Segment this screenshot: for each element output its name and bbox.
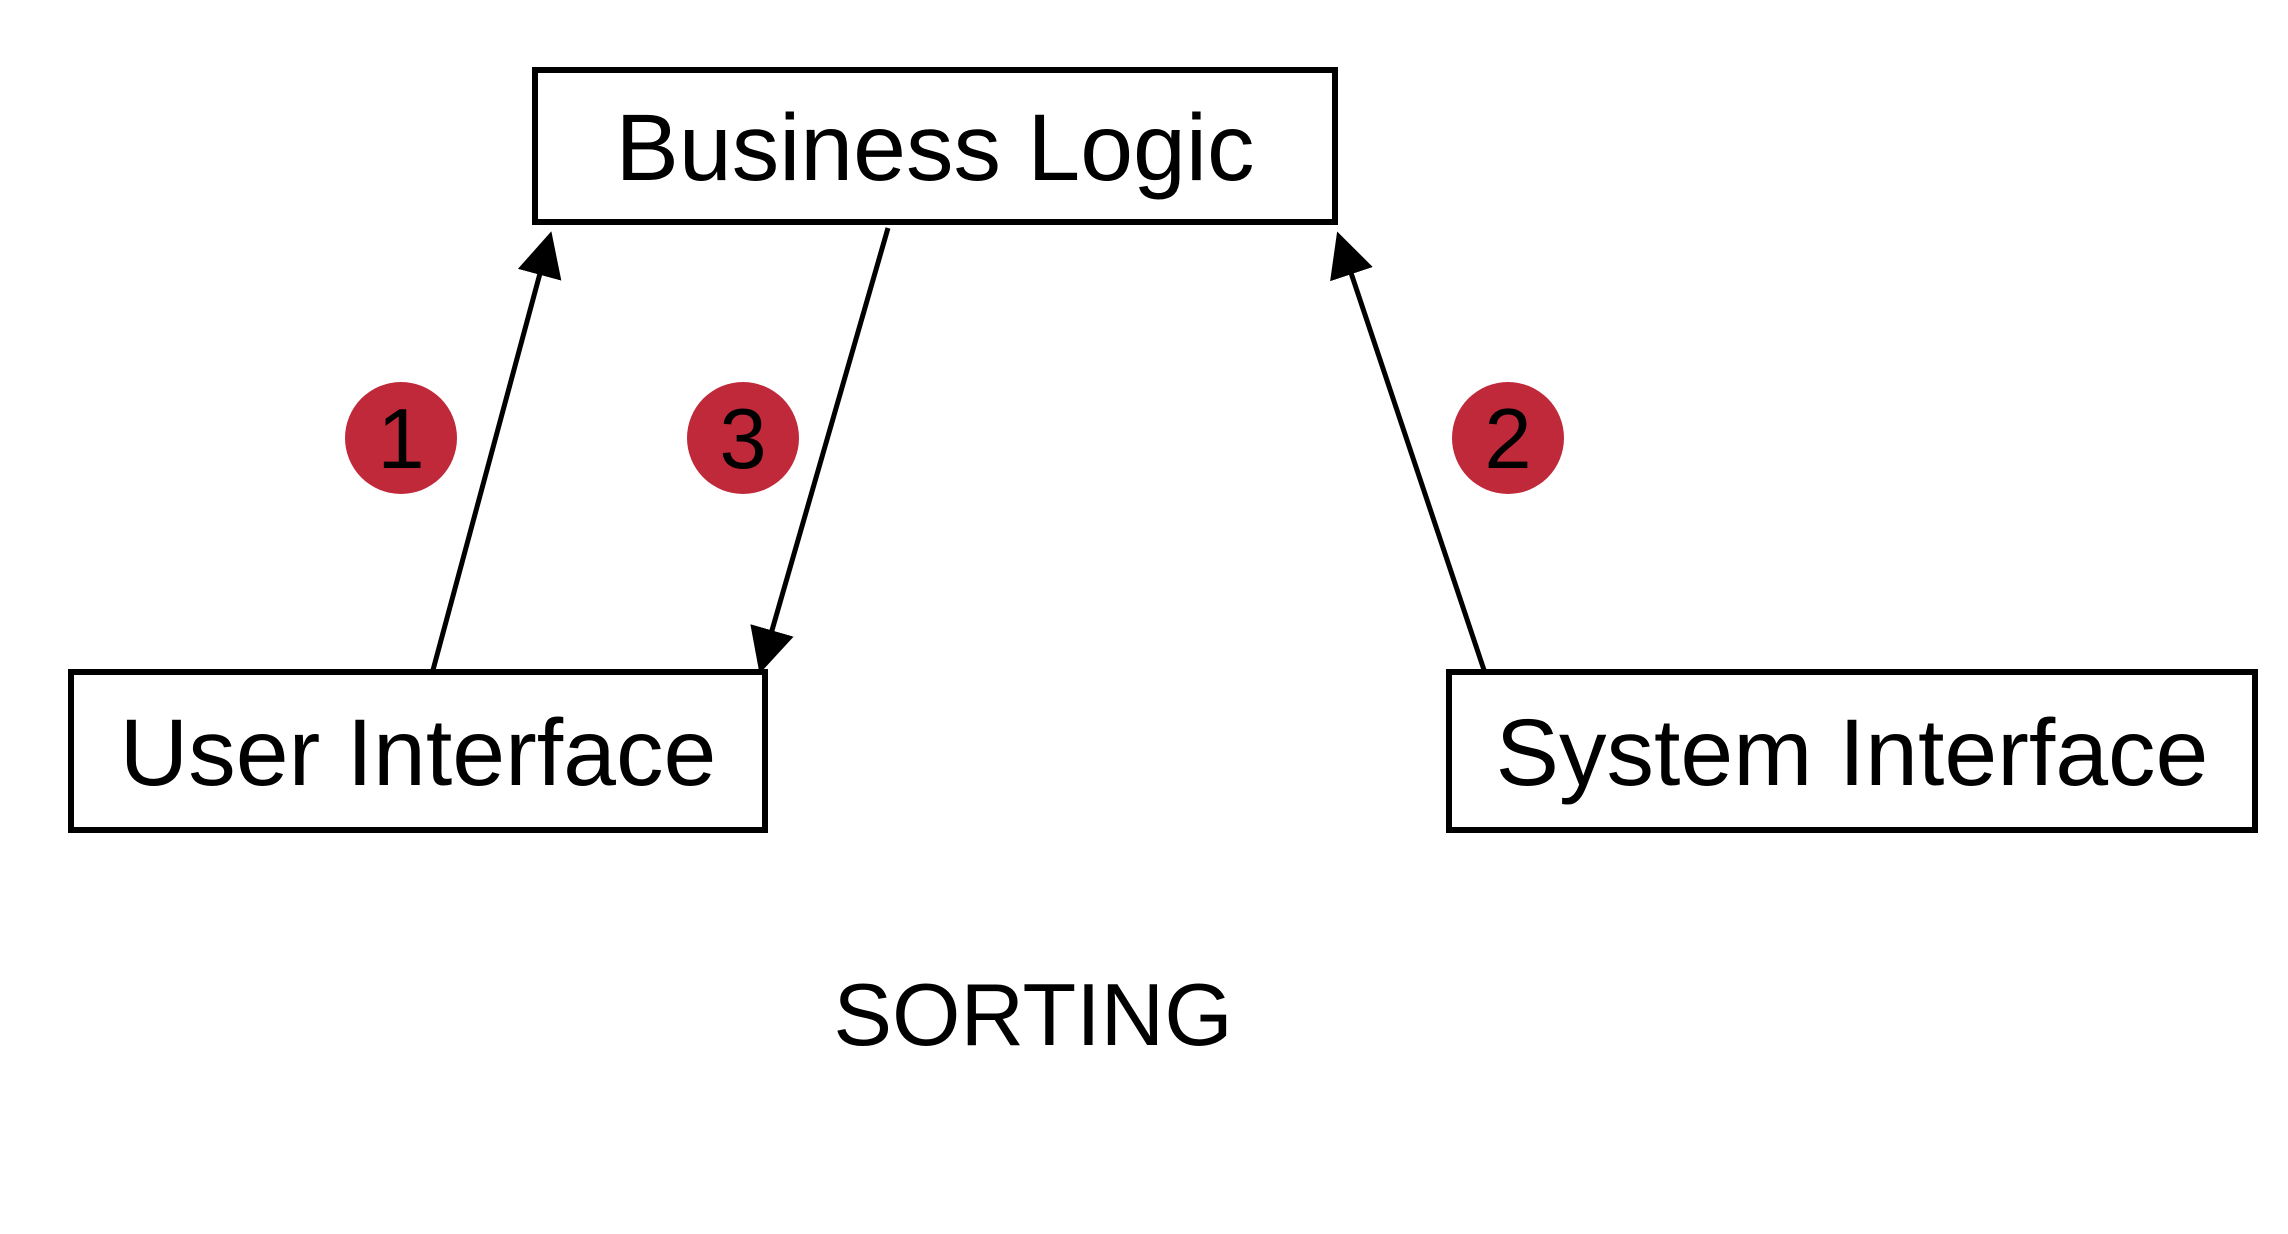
system-interface-label: System Interface [1496,700,2209,806]
badge-2: 2 [1452,382,1564,494]
user-interface-node: User Interface [68,669,768,833]
badge-1: 1 [345,382,457,494]
business-logic-node: Business Logic [532,67,1338,225]
badge-1-label: 1 [377,392,424,487]
user-interface-box [68,669,768,833]
arrow-user-to-business [430,231,562,671]
arrow-system-to-business [1330,231,1487,671]
badge-3-label: 3 [719,392,766,487]
badge-3-circle [687,382,799,494]
badge-3: 3 [687,382,799,494]
user-interface-label: User Interface [120,700,717,806]
system-interface-node: System Interface [1446,669,2258,833]
business-logic-label: Business Logic [616,95,1255,201]
badge-2-circle [1452,382,1564,494]
arrow-business-to-user [750,227,891,674]
system-interface-box [1446,669,2258,833]
badge-2-label: 2 [1484,392,1531,487]
caption-sorting: SORTING [833,965,1232,1064]
business-logic-box [532,67,1338,225]
badge-1-circle [345,382,457,494]
